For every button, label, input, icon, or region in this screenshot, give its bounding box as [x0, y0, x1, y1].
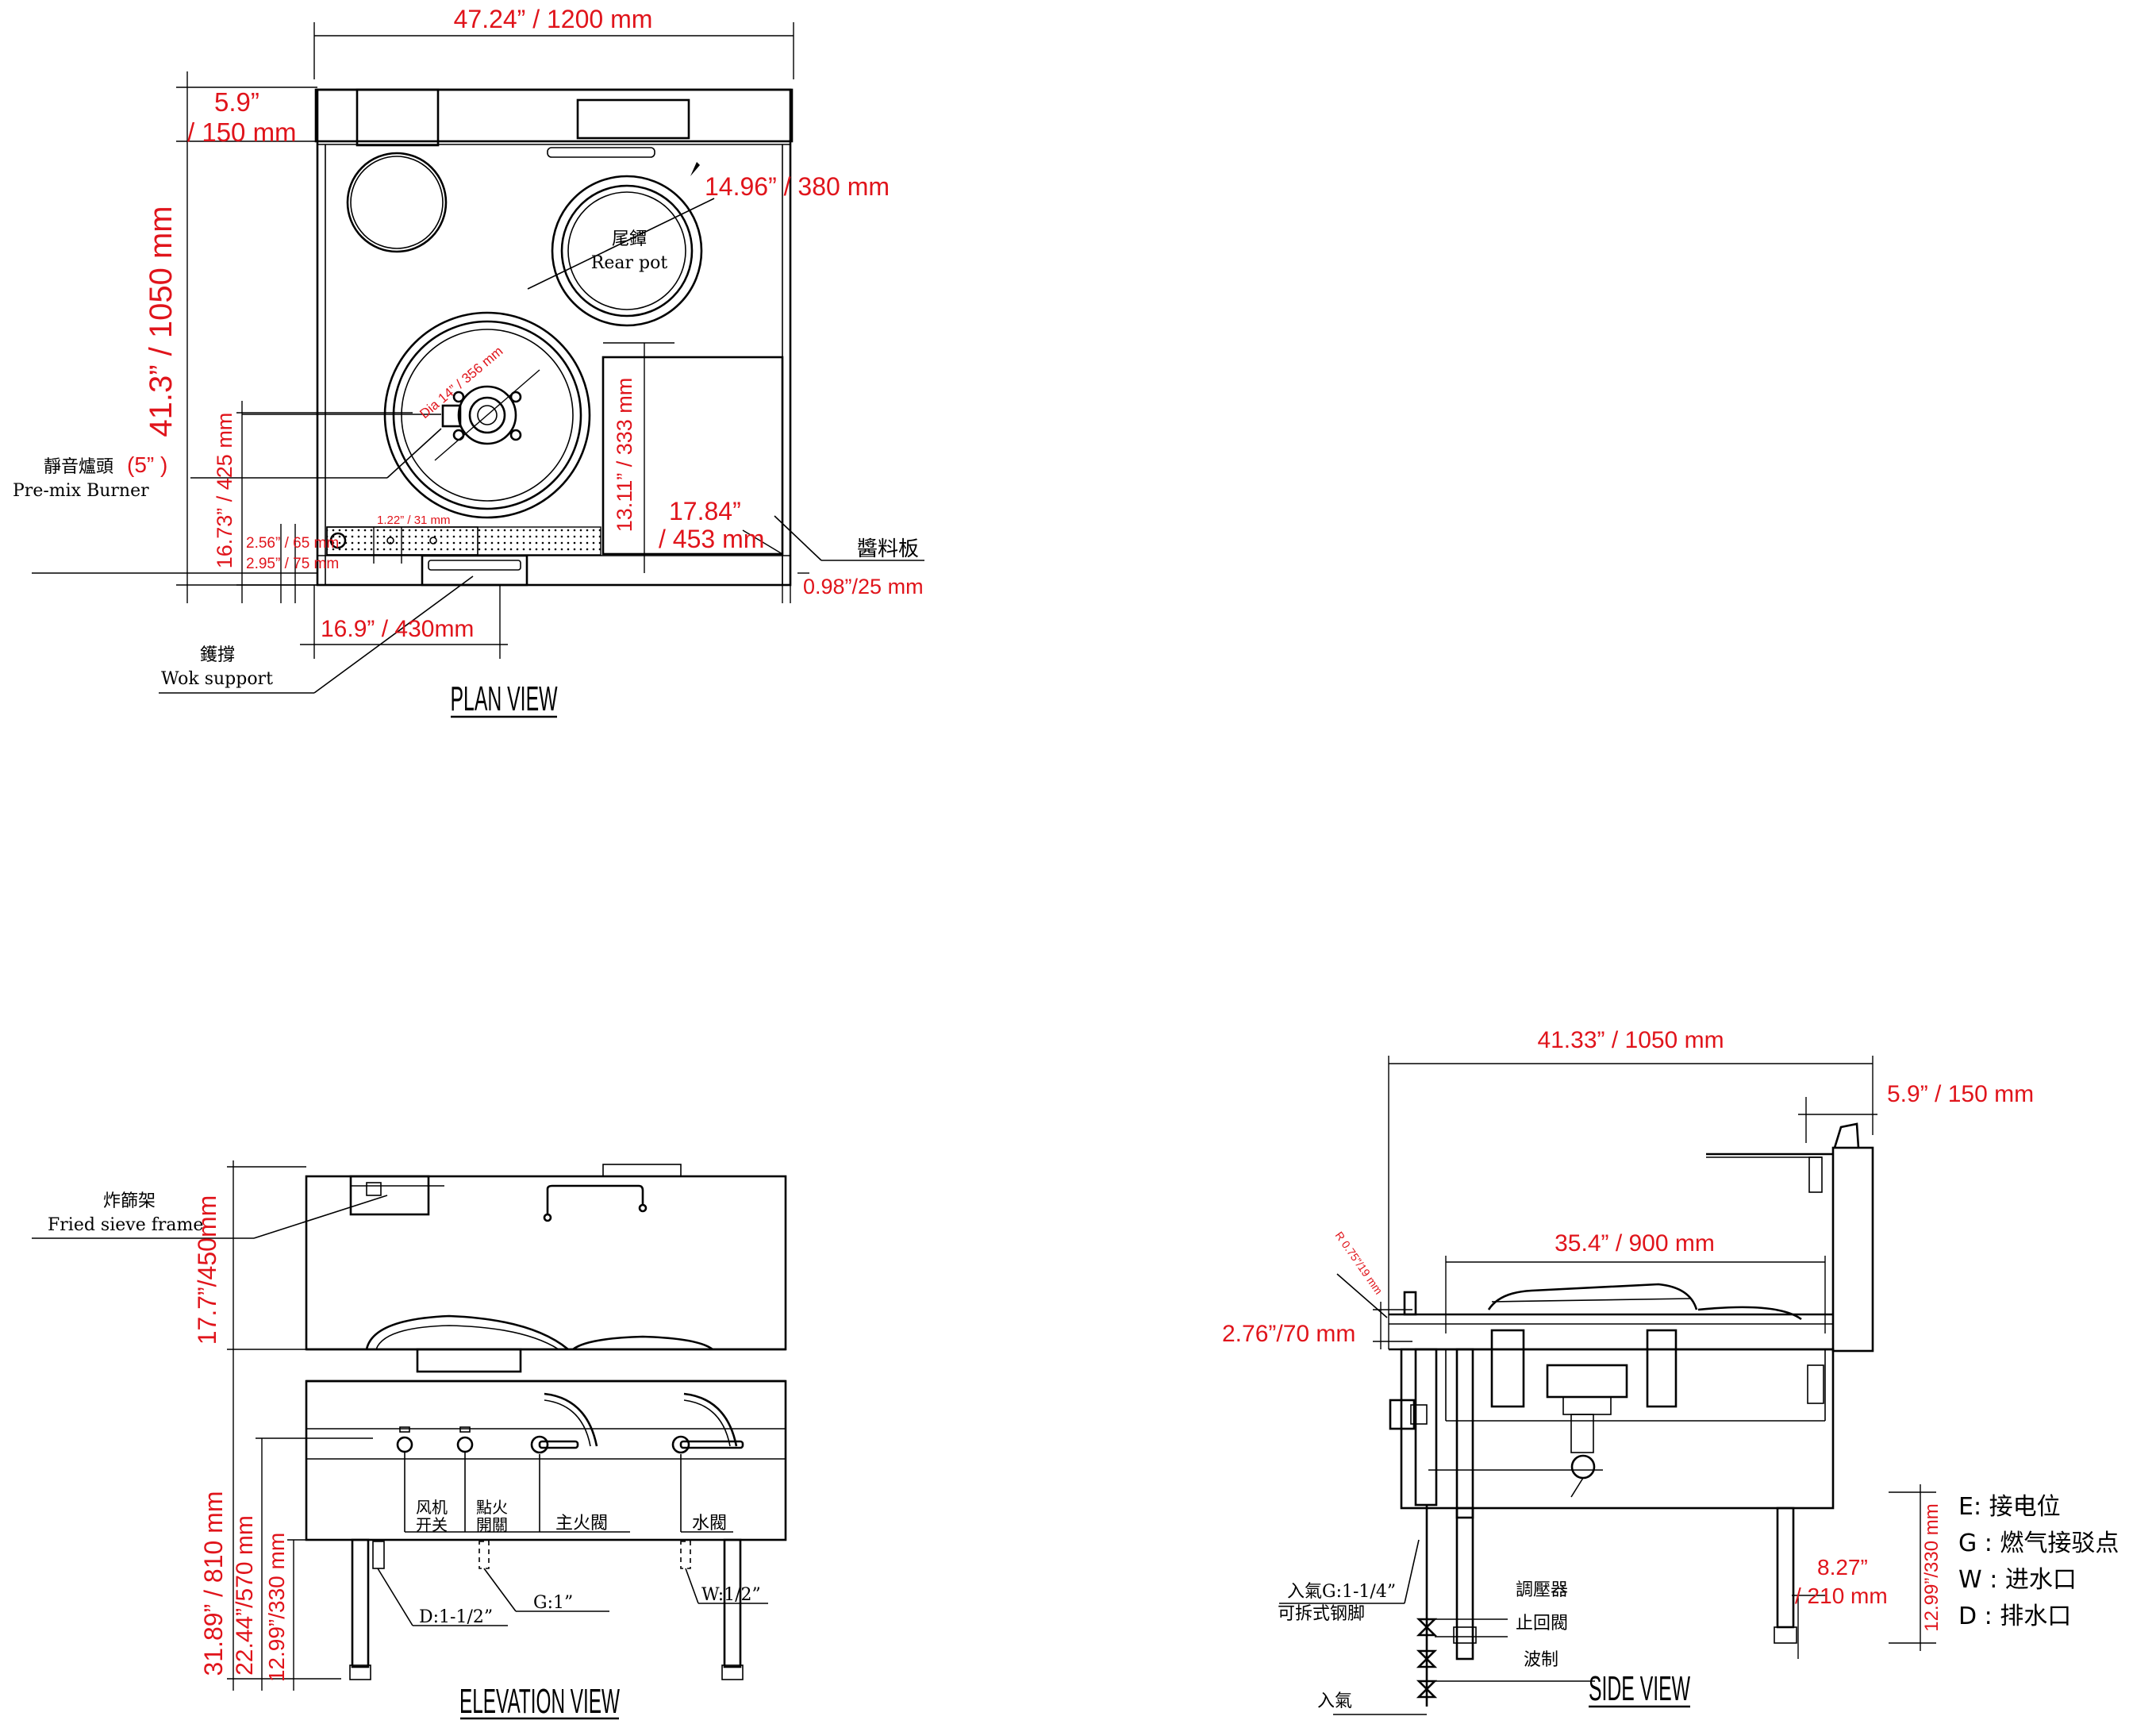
burner-size: (5” ) [127, 452, 167, 477]
sauce-width-a: 17.84” [669, 497, 741, 525]
detachable-leg-label: 可拆式钢脚 [1278, 1604, 1365, 1624]
legend-g: G : 燃气接驳点 [1958, 1530, 2119, 1557]
wave-label: 波制 [1524, 1650, 1558, 1670]
legend: E: 接电位 G : 燃气接驳点 W : 进水口 D : 排水口 [1958, 1493, 2119, 1630]
elevation-view [32, 1160, 787, 1691]
ignite-switch-a: 點火 [476, 1498, 508, 1517]
elev-total-height: 31.89” / 810 mm [199, 1491, 228, 1676]
gas-size: G:1” [533, 1593, 573, 1613]
sieve-zh: 炸篩架 [103, 1191, 156, 1211]
leg-height-b: / 210 mm [1795, 1584, 1888, 1608]
dim-b-label: 2.95” / 75 mm [246, 556, 339, 572]
splash-height-label: 17.7”/450mm [193, 1195, 221, 1345]
sauce-board-label: 醬料板 [857, 537, 919, 561]
elev-work-height: 22.44”/570 mm [232, 1515, 258, 1676]
dim-c-label: 1.22” / 31 mm [377, 514, 451, 527]
dim-a-label: 2.56” / 65 mm [246, 535, 339, 552]
burner-zh: 靜音爐頭 [44, 457, 113, 477]
gas-inlet-size: 入氣G:1-1/4” [1287, 1582, 1396, 1602]
water-size: W:1/2” [701, 1585, 761, 1605]
elev-shelf-height: 12.99”/330 mm [264, 1533, 289, 1682]
leg-height-a: 8.27” [1817, 1555, 1868, 1580]
sauce-depth-label: 13.11” / 333 mm [613, 378, 636, 533]
water-valve-label: 水閥 [692, 1514, 727, 1534]
side-radius-label: R 0.75”/19 mm [1333, 1230, 1385, 1297]
plan-view [32, 22, 924, 694]
inlet-label: 入氣 [1317, 1691, 1352, 1711]
plan-rear-offset-b: / 150 mm [187, 117, 297, 147]
side-view [1279, 1056, 1936, 1715]
sauce-width-b: / 453 mm [659, 525, 764, 553]
plan-width-label: 47.24” / 1200 mm [454, 5, 653, 33]
drain-size: D:1-1/2” [419, 1607, 493, 1627]
wok-support-en: Wok support [161, 669, 273, 689]
regulator-label: 調壓器 [1516, 1580, 1568, 1600]
side-depth-label: 41.33” / 1050 mm [1537, 1027, 1724, 1053]
wok-support-zh: 鑊撐 [200, 645, 235, 665]
rear-pot-zh: 尾鐔 [612, 229, 647, 249]
plan-view-title: PLAN VIEW [451, 679, 558, 718]
check-valve-label: 止回閥 [1516, 1614, 1568, 1634]
offset-label: 16.9” / 430mm [321, 616, 474, 642]
plan-depth-label: 41.3” / 1050 mm [144, 206, 179, 437]
fan-switch-b: 开关 [416, 1515, 448, 1534]
plan-rear-offset-a: 5.9” [214, 87, 259, 117]
ignite-switch-b: 開關 [476, 1515, 508, 1534]
sieve-en: Fried sieve frame [48, 1215, 203, 1235]
side-front-height: 2.76”/70 mm [1222, 1321, 1355, 1347]
burner-en: Pre-mix Burner [13, 481, 149, 501]
side-view-title: SIDE VIEW [1589, 1669, 1690, 1708]
fan-switch-a: 风机 [416, 1498, 448, 1517]
front-depth-label: 16.73” / 425 mm [213, 413, 236, 569]
side-inner-label: 35.4” / 900 mm [1555, 1230, 1715, 1256]
rear-pot-en: Rear pot [591, 253, 668, 273]
edge-label: 0.98”/25 mm [803, 575, 924, 598]
legend-d: D : 排水口 [1958, 1603, 2071, 1630]
side-rear-label: 5.9” / 150 mm [1887, 1081, 2034, 1107]
legend-e: E: 接电位 [1958, 1493, 2061, 1521]
main-valve-label: 主火閥 [555, 1514, 608, 1534]
side-shelf-height: 12.99”/330 mm [1921, 1503, 1943, 1631]
legend-w: W : 进水口 [1958, 1566, 2077, 1594]
elevation-view-title: ELEVATION VIEW [459, 1682, 620, 1721]
rear-pot-dia-label: 14.96” / 380 mm [705, 172, 890, 201]
wok-dia-label: Dia 14” / 356 mm [417, 344, 505, 421]
